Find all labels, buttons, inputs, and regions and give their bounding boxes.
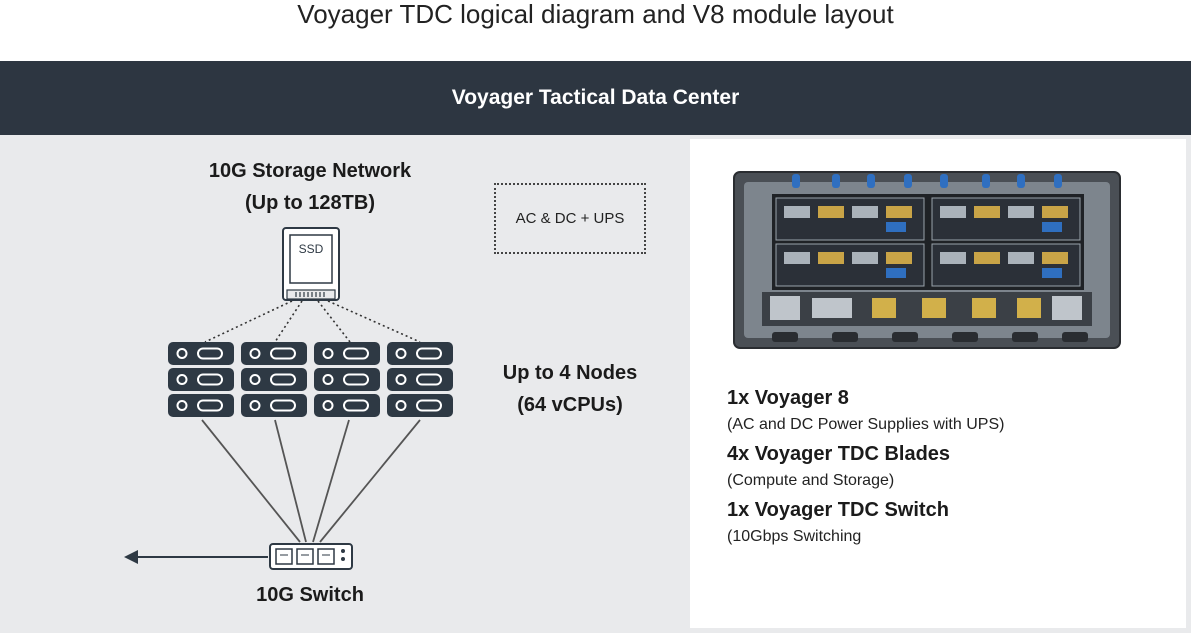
storage-capacity: (Up to 128TB) xyxy=(245,192,375,214)
switch-label: 10G Switch xyxy=(256,584,364,606)
nodes-vcpus: (64 vCPUs) xyxy=(517,394,623,416)
storage-link-2 xyxy=(274,300,303,343)
storage-link-3 xyxy=(317,300,351,343)
storage-network-title: 10G Storage Network xyxy=(208,160,412,182)
switch-link-3 xyxy=(312,419,350,543)
server-node-icon xyxy=(168,342,234,417)
nodes-count: Up to 4 Nodes xyxy=(502,362,638,384)
switch-link-4 xyxy=(319,419,421,543)
server-node-icon xyxy=(241,342,307,417)
uplink-arrow-icon xyxy=(124,550,268,564)
power-supply-box: AC & DC + UPS xyxy=(494,183,646,254)
storage-links xyxy=(204,300,421,343)
spec-title: 4x Voyager TDC Blades xyxy=(727,443,951,465)
spec-subtitle: (Compute and Storage) xyxy=(727,472,895,489)
page-title: Voyager TDC logical diagram and V8 modul… xyxy=(297,0,894,29)
switch-link-2 xyxy=(274,419,307,543)
ssd-icon xyxy=(282,227,340,301)
spec-title: 1x Voyager 8 xyxy=(727,387,849,409)
logical-diagram: SSD xyxy=(124,227,453,570)
storage-link-4 xyxy=(327,300,421,343)
ssd-label: SSD xyxy=(299,242,324,256)
nodes-label: Up to 4 Nodes (64 vCPUs) xyxy=(480,357,660,421)
spec-title: 1x Voyager TDC Switch xyxy=(727,499,949,521)
power-supply-label: AC & DC + UPS xyxy=(515,210,625,227)
server-node-icon xyxy=(387,342,453,417)
switch-icon xyxy=(269,543,353,570)
switch-link-1 xyxy=(201,419,301,543)
server-nodes xyxy=(168,342,453,417)
storage-link-1 xyxy=(204,300,293,343)
storage-network-label: 10G Storage Network (Up to 128TB) xyxy=(180,155,440,219)
voyager-8-chassis-image xyxy=(733,171,1121,349)
spec-subtitle: (AC and DC Power Supplies with UPS) xyxy=(727,416,1005,433)
server-node-icon xyxy=(314,342,380,417)
spec-subtitle: (10Gbps Switching xyxy=(727,528,862,545)
spec-list: 1x Voyager 8 (AC and DC Power Supplies wi… xyxy=(727,384,1167,552)
switch-links xyxy=(201,419,421,543)
header-title: Voyager Tactical Data Center xyxy=(451,86,740,109)
header-bar: Voyager Tactical Data Center xyxy=(0,61,1191,135)
